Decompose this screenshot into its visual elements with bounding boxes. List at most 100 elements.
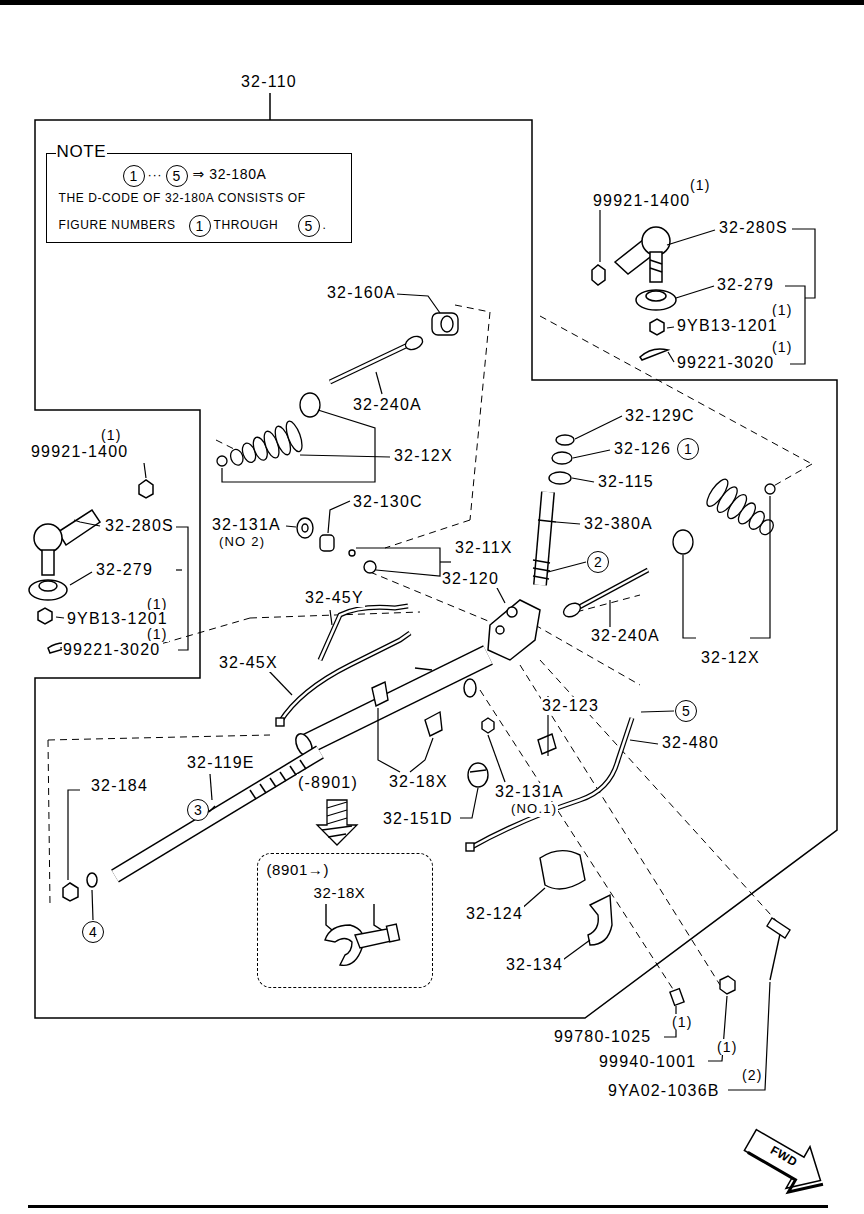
part-number: (2)	[741, 1067, 764, 1083]
callout-circle: 1	[189, 215, 211, 237]
pinion-leaders	[548, 416, 622, 572]
clamp-detail	[325, 904, 400, 965]
note-text: ⇒ 32-180A	[192, 166, 268, 182]
part-number: (1)	[771, 302, 794, 318]
part-number: 32-130C	[352, 493, 424, 511]
callout-circle: 3	[187, 799, 209, 821]
part-number: (1)	[689, 177, 712, 193]
callout-circle: 5	[298, 215, 320, 237]
part-number: 32-126	[613, 440, 672, 458]
part-number: 32-151D	[382, 810, 454, 828]
seal-leaders	[286, 501, 451, 576]
part-number: 32-110	[240, 73, 298, 91]
part-number: 32-160A	[326, 284, 397, 302]
part-number: 32-12X	[700, 649, 761, 667]
gear-housing	[292, 600, 540, 759]
part-number: 32-120	[441, 570, 500, 588]
callout-circle: 1	[123, 165, 145, 187]
callout-number: 1	[130, 169, 138, 183]
part-number: (NO.1)	[510, 802, 558, 817]
callout-number: 3	[194, 803, 202, 817]
rack-leaders	[68, 774, 215, 920]
note-text: ···	[147, 168, 164, 183]
part-number: (NO 2)	[218, 535, 266, 550]
direction-label: FWD	[767, 1143, 801, 1170]
part-number: 99921-1400	[30, 443, 129, 461]
part-number: 32-279	[716, 276, 775, 294]
pinion-parts	[533, 435, 574, 585]
callout-circle: 5	[675, 700, 697, 722]
part-number: 32-18X	[388, 773, 449, 791]
note-text: THE D-CODE OF 32-180A CONSISTS OF	[58, 192, 307, 206]
note-text: THROUGH	[213, 219, 280, 233]
part-number: (1)	[671, 1014, 694, 1030]
part-number: 32-124	[465, 905, 524, 923]
part-number: 32-280S	[104, 517, 175, 535]
part-number: (-8901)	[297, 774, 359, 792]
part-number: 9YA02-1036B	[607, 1082, 721, 1100]
pressure-pipes	[276, 606, 632, 851]
callout-number: 5	[173, 169, 181, 183]
part-number: 32-45Y	[304, 589, 365, 607]
revision-label: (8901→)	[266, 861, 331, 878]
callout-number: 5	[305, 219, 313, 233]
part-number: 32-184	[90, 777, 149, 795]
callout-number: 5	[682, 704, 690, 718]
revision-arrow	[317, 800, 357, 845]
part-number: 32-240A	[590, 627, 661, 645]
part-number: 99921-1400	[592, 192, 691, 210]
left-leaders	[56, 463, 188, 650]
callout-number: 4	[89, 925, 97, 939]
part-number: (1)	[146, 626, 169, 642]
part-number: 99221-3020	[676, 354, 775, 372]
callout-number: 1	[196, 219, 204, 233]
inner-leaders	[376, 294, 610, 634]
part-number: 32-131A	[211, 516, 282, 534]
part-number: 32-129C	[624, 407, 696, 425]
part-number: 32-380A	[583, 515, 654, 533]
callout-circle: 4	[82, 921, 104, 943]
bracket-parts	[372, 682, 790, 1005]
boot-leaders	[222, 410, 770, 638]
part-number: 32-123	[541, 697, 600, 715]
part-number: 9YB13-1201	[676, 317, 779, 335]
dashed-guides	[48, 305, 812, 1000]
part-number: 32-45X	[218, 654, 279, 672]
part-number: 99780-1025	[553, 1028, 652, 1046]
note-heading: NOTE	[56, 142, 108, 162]
callout-circle: 5	[166, 165, 188, 187]
part-number: 32-18X	[313, 884, 367, 901]
callout-circle: 1	[677, 438, 699, 460]
part-number: 32-119E	[186, 754, 256, 772]
inner-tie-rods	[330, 313, 648, 620]
part-number: (1)	[716, 1039, 739, 1055]
pipe-leaders	[268, 586, 674, 744]
steering-boots	[217, 393, 781, 554]
part-number: 99221-3020	[62, 641, 161, 659]
part-number: 32-11X	[454, 539, 514, 557]
part-number: 32-12X	[393, 447, 454, 465]
part-number: (1)	[100, 427, 123, 443]
callout-number: 2	[594, 555, 602, 569]
fwd-arrow	[737, 1119, 836, 1205]
part-number: 99940-1001	[598, 1053, 697, 1071]
note-text: .	[322, 219, 328, 233]
assembly-outline	[35, 93, 837, 1018]
part-number: 32-279	[95, 561, 154, 579]
part-number: (1)	[771, 339, 794, 355]
part-number: 32-134	[505, 956, 564, 974]
note-text: FIGURE NUMBERS	[58, 219, 177, 233]
seal-parts	[297, 518, 376, 573]
part-number: 32-280S	[718, 219, 789, 237]
part-number: 32-115	[597, 473, 655, 491]
bracket-leaders	[378, 696, 770, 1090]
callout-circle: 2	[587, 551, 609, 573]
part-number: 32-131A	[494, 783, 565, 801]
right-leaders	[600, 205, 815, 364]
part-number: 32-240A	[352, 396, 423, 414]
rack-bar	[63, 752, 320, 901]
part-number: 32-480	[661, 734, 720, 752]
